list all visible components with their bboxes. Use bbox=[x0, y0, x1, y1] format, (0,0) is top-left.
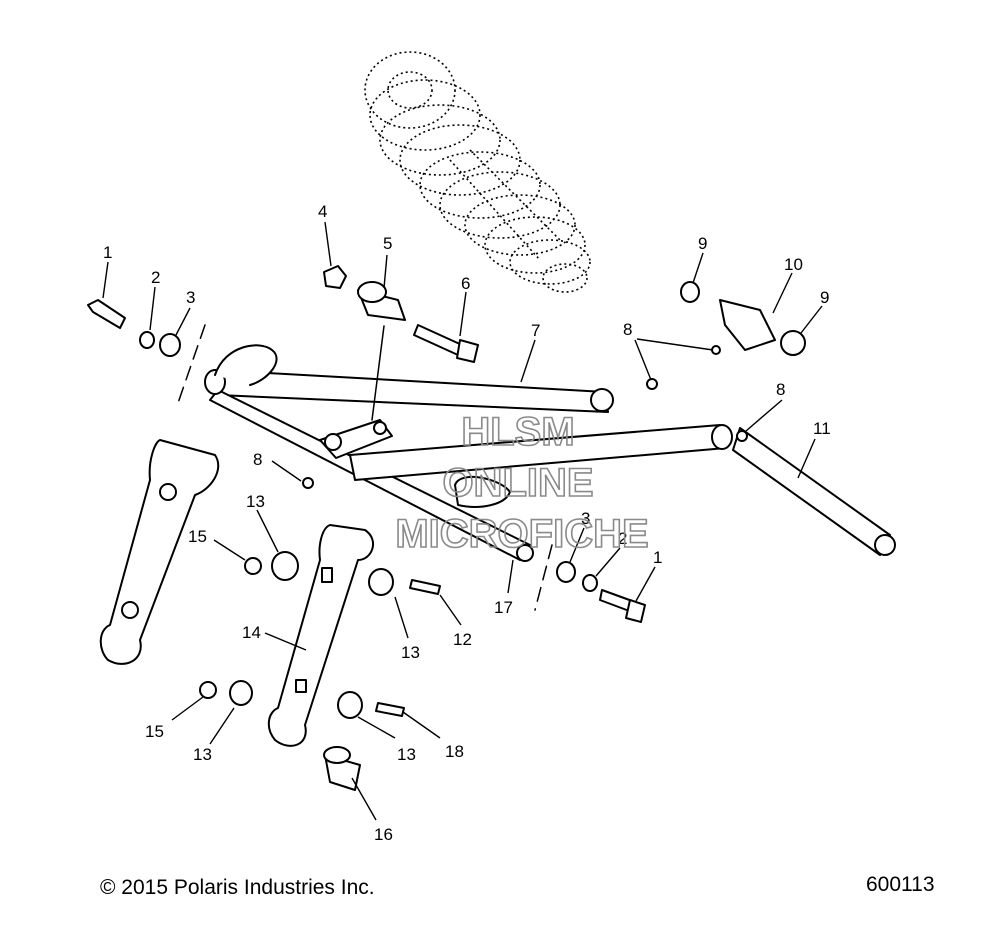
callout-10: 10 bbox=[784, 255, 803, 274]
callout-8-upper: 8 bbox=[623, 320, 632, 339]
callout-3-right: 3 bbox=[581, 509, 590, 528]
callout-16: 16 bbox=[374, 825, 393, 844]
left-link bbox=[99, 439, 220, 665]
watermark-line-1: HLSM bbox=[461, 410, 574, 454]
callout-4: 4 bbox=[318, 202, 327, 221]
callout-1: 1 bbox=[103, 243, 112, 262]
callout-6: 6 bbox=[461, 274, 470, 293]
callout-13-bottom-right: 13 bbox=[397, 745, 416, 764]
callout-17: 17 bbox=[494, 598, 513, 617]
callout-labels: 1 2 3 4 5 6 7 8 8 9 10 9 11 8 13 15 3 2 … bbox=[103, 202, 831, 844]
copyright-notice: © 2015 Polaris Industries Inc. bbox=[100, 876, 375, 899]
callout-1-right: 1 bbox=[653, 548, 662, 567]
callout-8-left: 8 bbox=[253, 450, 262, 469]
callout-7: 7 bbox=[531, 321, 540, 340]
cross-tube-assembly bbox=[349, 424, 896, 556]
watermark-line-2: ONLINE bbox=[442, 461, 593, 505]
watermark: HLSM ONLINE MICROFICHE bbox=[395, 409, 650, 557]
watermark-line-3: MICROFICHE bbox=[395, 512, 648, 556]
callout-14: 14 bbox=[242, 623, 261, 642]
callout-13-bottom-left: 13 bbox=[193, 745, 212, 764]
callout-15-top: 15 bbox=[188, 527, 207, 546]
callout-18: 18 bbox=[445, 742, 464, 761]
callout-13-mid: 13 bbox=[401, 643, 420, 662]
callout-8-right: 8 bbox=[776, 380, 785, 399]
callout-2-right: 2 bbox=[618, 529, 627, 548]
small-parts bbox=[87, 265, 806, 791]
callout-2: 2 bbox=[151, 268, 160, 287]
shock-spring-illustration bbox=[364, 51, 591, 293]
callout-15-bottom: 15 bbox=[145, 722, 164, 741]
figure-number: 600113 bbox=[866, 873, 935, 896]
callout-3: 3 bbox=[186, 288, 195, 307]
callout-5: 5 bbox=[383, 234, 392, 253]
leader-lines bbox=[102, 221, 823, 821]
callout-13-top: 13 bbox=[246, 492, 265, 511]
callout-9-lower: 9 bbox=[820, 288, 829, 307]
callout-11: 11 bbox=[813, 419, 831, 438]
callout-9-upper: 9 bbox=[698, 234, 707, 253]
rear-link bbox=[267, 524, 375, 747]
callout-12: 12 bbox=[453, 630, 472, 649]
